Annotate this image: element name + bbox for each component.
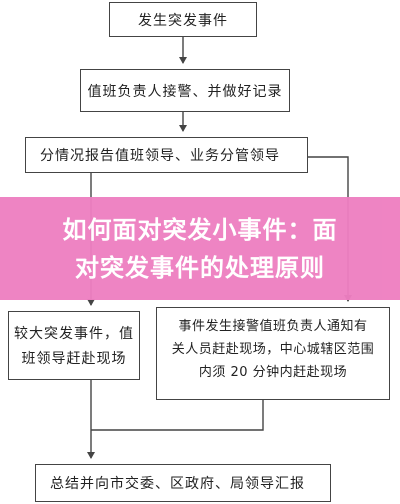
step-major-incident-line-1: 较大突发事件，值 bbox=[14, 326, 134, 342]
step-major-incident-line-2: 班领导赶赴现场 bbox=[21, 350, 127, 367]
arrow-right-5 bbox=[91, 400, 264, 431]
step-notify-personnel-line-3: 内须 20 分钟内赶赴现场 bbox=[198, 364, 348, 380]
step-report-leaders: 分情况报告值班领导、业务分管领导 bbox=[25, 137, 308, 173]
title-banner: 如何面对突发小事件：面 对突发事件的处理原则 bbox=[0, 197, 400, 300]
step-summarize-report: 总结并向市交委、区政府、局领导汇报 bbox=[35, 464, 331, 502]
step-notify-personnel-line-2: 关人员赶赴现场，中心城辖区范围 bbox=[171, 341, 375, 357]
step-summarize-report-text: 总结并向市交委、区政府、局领导汇报 bbox=[50, 476, 305, 492]
step-notify-personnel-line-1: 事件发生接警值班负责人通知有 bbox=[178, 319, 368, 334]
step-receive-alarm: 值班负责人接警、并做好记录 bbox=[80, 69, 290, 112]
title-banner-line-2: 对突发事件的处理原则 bbox=[75, 254, 325, 282]
step-major-incident: 较大突发事件，值 班领导赶赴现场 bbox=[8, 311, 140, 380]
title-banner-line-1: 如何面对突发小事件：面 bbox=[62, 216, 338, 244]
step-report-leaders-text: 分情况报告值班领导、业务分管领导 bbox=[40, 148, 280, 164]
step-incident-occurs-text: 发生突发事件 bbox=[138, 12, 228, 29]
step-incident-occurs: 发生突发事件 bbox=[109, 2, 257, 37]
step-notify-personnel: 事件发生接警值班负责人通知有 关人员赶赴现场，中心城辖区范围 内须 20 分钟内… bbox=[156, 307, 390, 400]
step-receive-alarm-text: 值班负责人接警、并做好记录 bbox=[87, 83, 283, 100]
